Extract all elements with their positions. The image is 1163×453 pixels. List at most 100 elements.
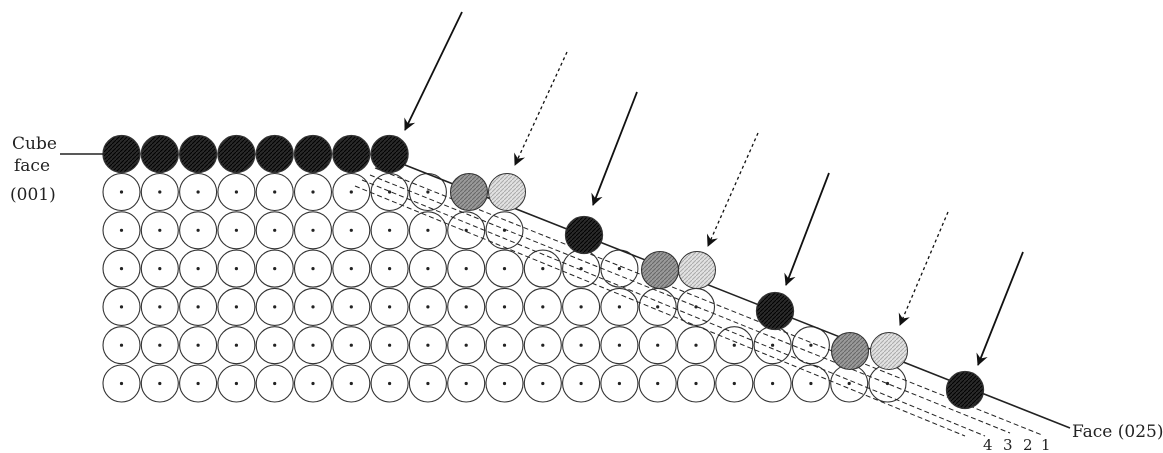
cube-face-index-label: (001) — [10, 185, 56, 205]
atom-center-dot — [847, 381, 851, 386]
atom-center-dot — [809, 381, 813, 386]
plane-number-4: 4 — [983, 436, 993, 453]
atom-center-dot — [273, 343, 277, 347]
grey-adatom — [449, 172, 489, 212]
dashed-arrow — [706, 132, 759, 247]
plane-line-2 — [361, 179, 986, 437]
plane-number-3: 3 — [1003, 436, 1013, 453]
atom-center-dot — [579, 343, 583, 347]
atom-center-dot — [617, 305, 622, 309]
solid-arrow — [976, 251, 1024, 366]
atom-center-dot — [464, 305, 468, 309]
atom-center-dot — [119, 228, 124, 232]
atom-center-dot — [273, 305, 277, 309]
atom-center-dot — [388, 381, 392, 386]
atom-center-dot — [656, 305, 660, 309]
atom-center-dot — [311, 343, 315, 347]
grey-adatom — [640, 250, 680, 290]
atom-center-dot — [388, 343, 392, 347]
atom-center-dot — [196, 343, 200, 347]
atom-center-dot — [502, 267, 507, 271]
atom-center-dot — [388, 228, 392, 232]
cube-face-adatom — [178, 134, 218, 174]
cube-face-adatom — [140, 134, 179, 174]
incident-arrows — [404, 11, 1024, 366]
atom-center-dot — [464, 267, 468, 271]
atom-center-dot — [426, 381, 430, 386]
atom-center-dot — [273, 381, 277, 386]
atom-center-dot — [349, 267, 353, 271]
atom-center-dot — [273, 228, 277, 232]
atom-center-dot — [426, 228, 430, 232]
atom-center-dot — [885, 381, 890, 386]
atom-center-dot — [541, 343, 545, 347]
atom-center-dot — [349, 343, 353, 347]
atom-center-dot — [617, 267, 622, 271]
atom-center-dot — [158, 343, 162, 347]
dashed-arrow — [898, 211, 949, 326]
atom-center-dot — [694, 343, 698, 347]
atom-center-dot — [579, 305, 583, 309]
atom-center-dot — [426, 343, 430, 347]
light-adatom — [488, 173, 526, 211]
atom-center-dot — [311, 381, 315, 386]
atom-center-dot — [158, 381, 162, 386]
solid-adatom — [564, 215, 604, 255]
atom-center-dot — [196, 381, 200, 386]
plane-line-1 — [354, 185, 966, 437]
cube-face-label-line2: face — [14, 156, 50, 176]
atom-center-dot — [771, 343, 775, 347]
plane-number-1: 1 — [1041, 436, 1051, 453]
cube-face-adatom — [370, 134, 409, 174]
atom-center-dot — [617, 343, 622, 347]
cube-face-adatom — [293, 134, 333, 174]
solid-arrow — [591, 91, 638, 206]
atom-center-dot — [732, 343, 736, 347]
atom-center-dot — [119, 267, 124, 271]
atom-center-dot — [234, 305, 238, 309]
solid-arrow — [404, 11, 463, 131]
atom-center-dot — [311, 228, 315, 232]
atom-center-dot — [196, 190, 200, 194]
surface-adatoms — [102, 134, 985, 410]
atom-center-dot — [196, 267, 200, 271]
grey-adatom — [830, 331, 870, 371]
atom-center-dot — [349, 228, 353, 232]
plane-numbers: 4 3 2 1 — [983, 436, 1051, 453]
atom-center-dot — [196, 305, 200, 309]
atom-center-dot — [349, 305, 353, 309]
cube-face-adatom — [217, 134, 256, 174]
atom-center-dot — [234, 381, 238, 386]
atom-center-dot — [579, 381, 583, 386]
atom-center-dot — [311, 190, 315, 194]
atom-center-dot — [771, 381, 775, 386]
atom-center-dot — [541, 381, 545, 386]
light-adatom — [870, 332, 908, 370]
solid-adatom — [755, 291, 795, 331]
atom-center-dot — [158, 305, 162, 309]
atom-center-dot — [732, 381, 736, 386]
cube-face-adatom — [255, 134, 294, 174]
atom-center-dot — [311, 305, 315, 309]
atom-center-dot — [502, 343, 507, 347]
atom-center-dot — [656, 343, 660, 347]
atom-center-dot — [196, 228, 200, 232]
atom-center-dot — [273, 190, 277, 194]
atom-center-dot — [119, 305, 124, 309]
atom-center-dot — [158, 267, 162, 271]
atom-center-dot — [694, 305, 698, 309]
atom-center-dot — [119, 190, 124, 194]
atom-center-dot — [273, 267, 277, 271]
atom-center-dot — [311, 267, 315, 271]
lattice-atoms — [102, 172, 907, 403]
plane-line-3 — [369, 174, 1011, 434]
atom-center-dot — [426, 305, 430, 309]
atom-center-dot — [426, 190, 430, 194]
atom-center-dot — [502, 305, 507, 309]
solid-arrow — [784, 172, 830, 286]
solid-adatom — [945, 370, 985, 410]
atom-center-dot — [388, 190, 392, 194]
atom-center-dot — [426, 267, 430, 271]
atom-center-dot — [234, 190, 238, 194]
